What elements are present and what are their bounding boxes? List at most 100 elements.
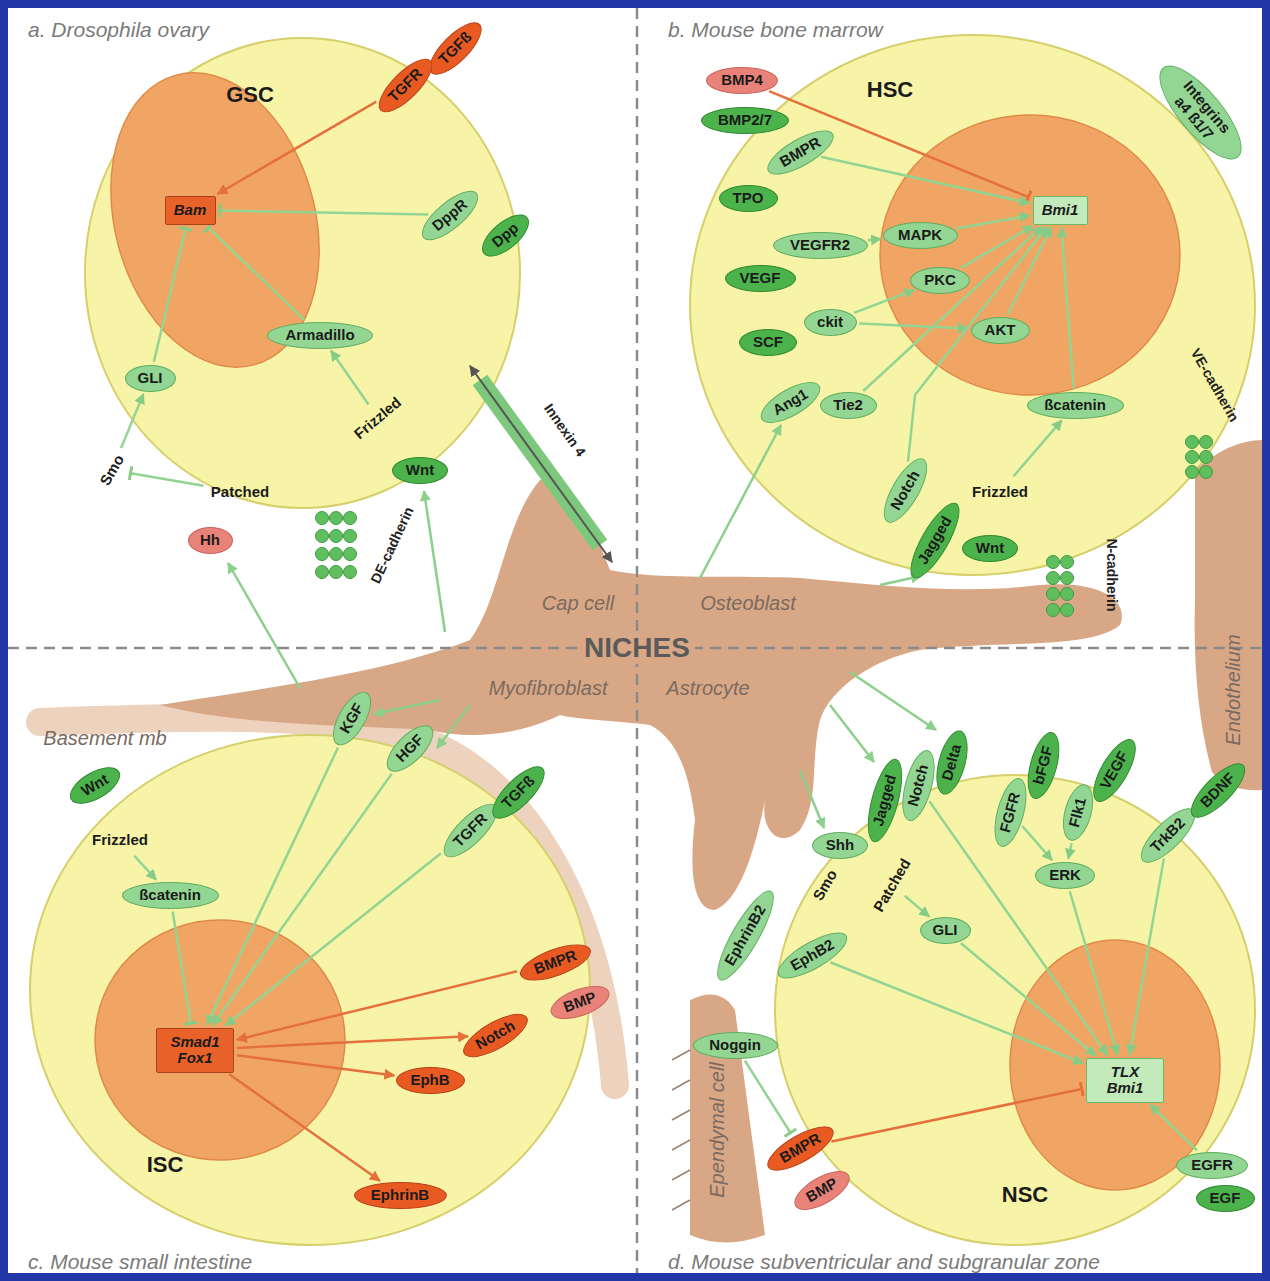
signal-arrow: [229, 1074, 380, 1181]
nucleus: [880, 115, 1180, 395]
molecule-name: Patched: [870, 856, 913, 915]
gene-box: TLX Bmi1: [1086, 1058, 1164, 1103]
signal-arrow: [1150, 1105, 1197, 1151]
signal-molecule: ßcatenin: [122, 882, 219, 909]
molecule-name: GLI: [138, 370, 163, 387]
signal-arrow: [1070, 891, 1118, 1054]
molecule-name: BMPR: [777, 1130, 824, 1166]
cadherin-bead: [316, 548, 329, 561]
cadherin-bead: [330, 548, 343, 561]
signal-arrow: [218, 211, 428, 215]
molecule-name: Dpp: [489, 219, 522, 250]
cadherin-bead: [1186, 466, 1199, 479]
molecule-name: BMPR: [531, 947, 578, 978]
molecule-name: PKC: [924, 272, 956, 289]
signal-molecule: Delta: [930, 727, 973, 798]
signal-arrow: [218, 102, 377, 194]
channel-flow: [470, 366, 612, 562]
cell-label: ISC: [147, 1153, 184, 1177]
signal-molecule: Hh: [188, 527, 233, 554]
gene-box: Smad1 Fox1: [156, 1028, 234, 1073]
molecule-name: Bam: [174, 202, 207, 219]
molecule-name: Ang1: [770, 385, 811, 418]
molecule-name: MAPK: [898, 227, 942, 244]
molecule-name: EphrinB2: [721, 902, 769, 968]
molecule-name: BMP: [803, 1175, 840, 1206]
signal-molecule: SCF: [739, 329, 797, 356]
niche-cell-name: Osteoblast: [700, 592, 796, 615]
molecule-name: BMPR: [777, 134, 824, 170]
signal-arrow: [769, 91, 1030, 198]
niche-cell-name: Astrocyte: [666, 677, 749, 700]
signal-arrow: [868, 239, 881, 240]
signal-molecule: Jagged: [902, 496, 968, 584]
signal-arrow: [237, 971, 517, 1039]
cadherin-bead: [344, 566, 357, 579]
signal-arrow: [154, 227, 186, 361]
receptor: Patched: [207, 479, 274, 506]
niche-signal: [228, 425, 936, 828]
signal-molecule: Noggin: [693, 1032, 778, 1059]
signal-molecule: Ang1: [754, 374, 826, 431]
nucleus: [1010, 940, 1220, 1190]
cell-membrane: [690, 35, 1255, 575]
signal-molecule: BMP4: [706, 67, 778, 94]
molecule-name: ERK: [1049, 867, 1081, 884]
signal-molecule: Shh: [812, 832, 868, 859]
cadherin-bead: [316, 530, 329, 543]
cadherin-bead: [316, 512, 329, 525]
signal-molecule: EphB2: [771, 924, 853, 987]
molecule-name: Notch: [905, 762, 932, 807]
molecule-name: Tie2: [833, 397, 863, 414]
niche-cell: [160, 479, 1122, 910]
junction-name: N-cadherin: [1104, 538, 1120, 611]
quadrant-divider: [8, 8, 1262, 1273]
signal-arrow: [225, 853, 440, 1025]
molecule-name: TPO: [733, 190, 764, 207]
signal-molecule: VEGF: [725, 265, 796, 292]
signal-arrow: [1014, 420, 1062, 476]
signal-molecule: Notch: [457, 1005, 534, 1065]
cadherin-bead: [1061, 604, 1074, 617]
panel-title: c. Mouse small intestine: [28, 1250, 252, 1274]
cadherin-bead: [1186, 436, 1199, 449]
junction-name: DE-cadherin: [367, 504, 416, 586]
cadherin-bead: [344, 512, 357, 525]
signal-arrow: [1068, 843, 1071, 858]
signal-arrow: [207, 747, 338, 1024]
molecule-name: Smo: [810, 867, 841, 903]
signal-molecule: MAPK: [883, 222, 958, 249]
signal-arrow: [129, 473, 203, 486]
molecule-name: VEGFR2: [790, 237, 850, 254]
niche-cell-name: Ependymal cell: [706, 1062, 729, 1198]
signal-molecule: EphrinB: [354, 1182, 447, 1209]
molecule-name: ckit: [817, 314, 843, 331]
signal-arrow: [830, 962, 1083, 1063]
molecule-name: ßcatenin: [139, 887, 201, 904]
molecule-name: Smo: [97, 452, 128, 488]
signal-arrow: [237, 1055, 394, 1075]
signal-arrow: [331, 351, 369, 405]
nucleus: [95, 920, 345, 1160]
signal-molecule: DppR: [415, 182, 486, 248]
molecule-name: TGFR: [385, 65, 426, 106]
molecule-name: GLI: [933, 922, 958, 939]
cadherin-bead: [1047, 588, 1060, 601]
signal-arrow: [1061, 227, 1073, 388]
cell-body: [690, 35, 1255, 575]
receptor: Smo: [803, 860, 847, 909]
molecule-name: Delta: [939, 742, 964, 782]
signal-molecule: Wnt: [962, 535, 1018, 562]
receptor: Smo: [90, 445, 134, 494]
signal-molecule: KGF: [325, 685, 378, 750]
signal-molecule: BMPR: [515, 936, 595, 987]
signal-molecule: BDNF: [1183, 755, 1253, 825]
molecule-name: EphB2: [787, 936, 836, 974]
signal-arrow: [237, 1036, 468, 1048]
signal-arrow: [213, 774, 392, 1025]
molecule-name: HGF: [393, 731, 427, 765]
signal-molecule: BMP2/7: [701, 107, 789, 134]
cadherin-bead: [1200, 466, 1213, 479]
cell-label: NSC: [1002, 1183, 1048, 1207]
signal-arrow: [173, 911, 191, 1024]
